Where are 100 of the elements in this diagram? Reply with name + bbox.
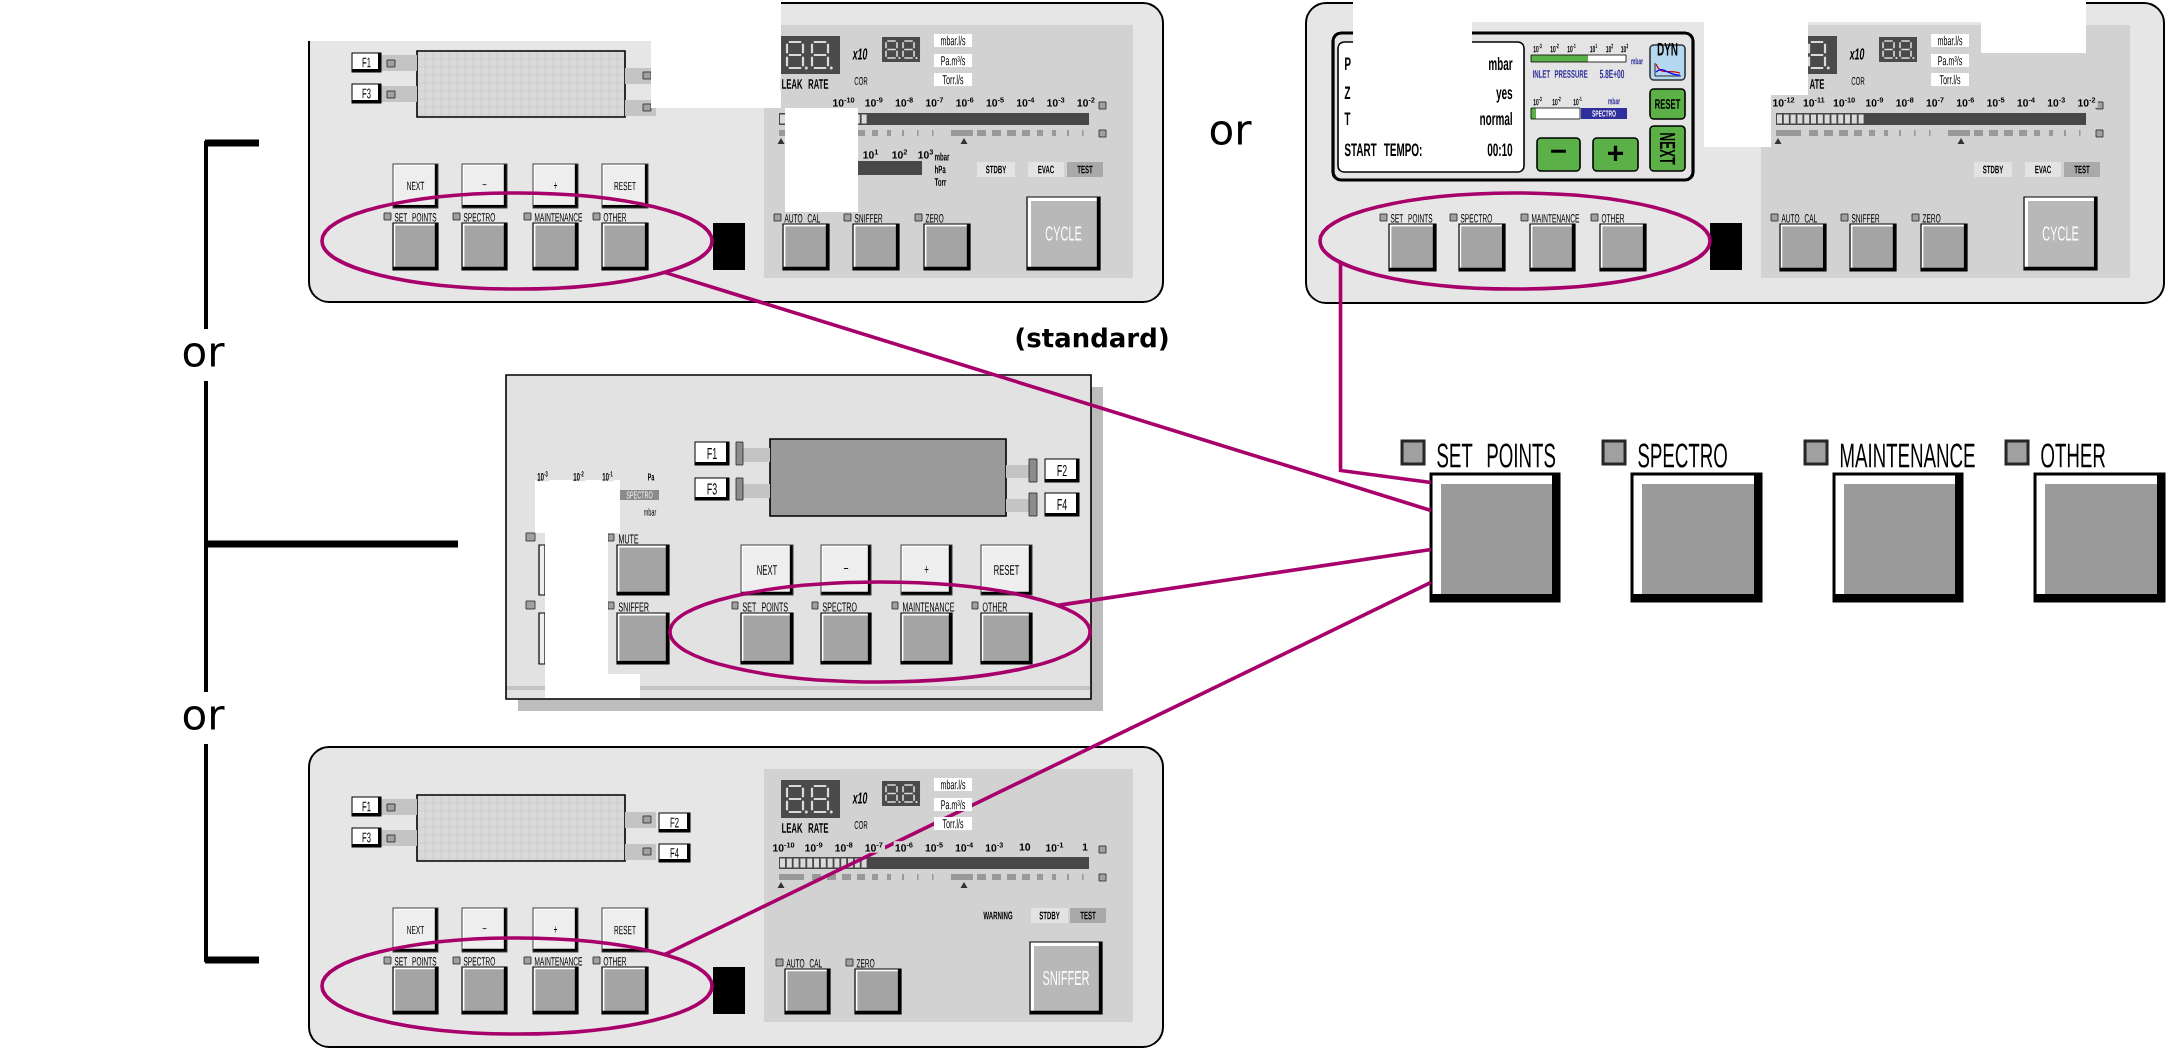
node-label: OTHER bbox=[603, 957, 627, 966]
scale-label: 10$^{3}$ bbox=[916, 148, 936, 160]
scale-label: 10$^{-12}$ bbox=[1771, 96, 1797, 108]
push-button: MAINTENANCE bbox=[1529, 214, 1580, 272]
scale-label: 10$^{-8}$ bbox=[833, 841, 855, 853]
push-button: + bbox=[532, 907, 579, 953]
scale-label: 10$^{-2}$ bbox=[2076, 96, 2098, 108]
scale-label: 10$^{-3}$ bbox=[1532, 96, 1544, 106]
node-label: (standard) bbox=[1016, 327, 1168, 351]
panel-text: COR bbox=[1850, 75, 1866, 87]
node-label: MAINTENANCE bbox=[534, 957, 583, 966]
panel-text: x10 bbox=[851, 791, 869, 805]
node-label: MUTE bbox=[619, 534, 639, 544]
scale-label: 10$^{1}$ bbox=[861, 148, 881, 160]
unit-label: mbar bbox=[1629, 56, 1645, 66]
node-label: SPECTRO bbox=[1638, 443, 1727, 468]
node-label: MAINTENANCE bbox=[903, 602, 955, 612]
unit-label: mbar bbox=[642, 507, 658, 517]
scale-label: 10$^{-2}$ bbox=[1075, 96, 1098, 108]
push-button: RESET bbox=[601, 163, 649, 209]
scale-label: 10$^{-3}$ bbox=[984, 841, 1006, 853]
scale-label: 10$^{-11}$ bbox=[1801, 96, 1827, 108]
function-key: F2 bbox=[1044, 458, 1080, 483]
scale-label: 10$^{-3}$ bbox=[1532, 43, 1544, 53]
function-key: F2 bbox=[658, 812, 691, 833]
node-label: AUTO CAL bbox=[786, 959, 823, 968]
push-button: + bbox=[532, 163, 579, 209]
panel-text: 5.8E+00 bbox=[1598, 68, 1626, 80]
scale-label: 10$^{-3}$ bbox=[2046, 96, 2068, 108]
panel-text: COR bbox=[853, 819, 869, 831]
scale-label: 10$^{-2}$ bbox=[1549, 43, 1561, 53]
unit-label: Pa bbox=[646, 472, 656, 482]
unit-label: mbar bbox=[1606, 96, 1622, 106]
push-button: – bbox=[461, 907, 508, 953]
push-button: OTHER bbox=[2033, 443, 2166, 603]
node-label: MAINTENANCE bbox=[1531, 214, 1580, 223]
function-key: F1 bbox=[694, 441, 730, 466]
scale-label: 10$^{-5}$ bbox=[984, 96, 1007, 108]
node-label: SNIFFER bbox=[854, 214, 883, 223]
push-button: NEXT bbox=[392, 907, 439, 953]
function-key: F3 bbox=[351, 827, 382, 848]
node-label: ZERO bbox=[925, 214, 944, 223]
panel-text: COR bbox=[853, 75, 869, 87]
push-button: MAINTENANCE bbox=[532, 957, 583, 1015]
unit-list: mbar hPa Torr bbox=[933, 151, 952, 188]
node-label: SET POINTS bbox=[742, 602, 788, 612]
scale-label: 10$^{-2}$ bbox=[1551, 96, 1563, 106]
scale-label: 10$^{-7}$ bbox=[924, 96, 946, 108]
connector-line bbox=[1057, 547, 1432, 608]
node-label: SET POINTS bbox=[1390, 214, 1433, 223]
scale-label: 10$^{-2}$ bbox=[572, 470, 586, 482]
scale-label: 10$^{-5}$ bbox=[923, 841, 946, 853]
node-label: SPECTRO bbox=[463, 957, 495, 966]
scale-label: 10$^{-1}$ bbox=[601, 470, 615, 482]
push-button: + bbox=[1592, 137, 1639, 172]
push-button: ZERO bbox=[923, 214, 971, 271]
scale-label: 10$^{-8}$ bbox=[893, 96, 916, 108]
scale-label: 10$^{-6}$ bbox=[1955, 96, 1977, 108]
scale-label: 10$^{3}$ bbox=[1620, 43, 1630, 53]
scale-label: 10$^{-8}$ bbox=[1894, 96, 1916, 108]
push-button: RESET bbox=[601, 907, 649, 953]
connector-line bbox=[1338, 262, 1432, 485]
mode-tag: SPECTRO bbox=[1581, 108, 1627, 119]
node-label: ZERO bbox=[856, 959, 875, 968]
scale-label: 10 bbox=[1017, 842, 1032, 852]
node-label: SPECTRO bbox=[822, 602, 857, 612]
function-key: F4 bbox=[658, 843, 691, 863]
node-label: MAINTENANCE bbox=[1840, 443, 1975, 468]
scale-label: 1 bbox=[1080, 842, 1090, 852]
scale-label: 10$^{-10}$ bbox=[1831, 96, 1858, 108]
scale-label: 10$^{-3}$ bbox=[1045, 96, 1067, 108]
node-label: ZERO bbox=[1922, 214, 1941, 223]
highlight-ellipse bbox=[1318, 191, 1712, 291]
highlight-ellipse bbox=[320, 191, 714, 291]
node-label: OTHER bbox=[1601, 214, 1625, 223]
scale-label: 10$^{1}$ bbox=[1589, 43, 1599, 53]
push-button: SNIFFER bbox=[1029, 941, 1103, 1015]
scale-label: 10$^{2}$ bbox=[890, 148, 910, 160]
node-label: SET POINTS bbox=[1437, 443, 1556, 468]
highlight-ellipse bbox=[320, 936, 714, 1036]
scale-label: 10$^{-4}$ bbox=[953, 841, 976, 853]
control-panel bbox=[308, 746, 1164, 1048]
node-label: SET POINTS bbox=[394, 957, 437, 966]
push-button: SET POINTS bbox=[392, 213, 439, 271]
push-button: MAINTENANCE bbox=[1832, 443, 1975, 603]
scale-label: 10$^{-6}$ bbox=[893, 841, 916, 853]
scale-label: 10$^{-9}$ bbox=[863, 96, 886, 108]
push-button: ZERO bbox=[854, 959, 902, 1015]
choice-label: or bbox=[1200, 112, 1260, 154]
scale-label: 10$^{-6}$ bbox=[954, 96, 976, 108]
push-button: AUTO CAL bbox=[1779, 214, 1827, 272]
scale-label: 10$^{-5}$ bbox=[1985, 96, 2007, 108]
choice-label: or bbox=[167, 328, 239, 382]
scale-label: 10$^{-7}$ bbox=[863, 841, 886, 853]
push-button: CYCLE bbox=[2023, 196, 2098, 271]
panel-text: x10 bbox=[1848, 47, 1866, 61]
push-button: SET POINTS bbox=[392, 957, 439, 1015]
node-label: OTHER bbox=[982, 602, 1008, 612]
mode-tag: SPECTRO bbox=[620, 490, 659, 500]
scale-label: 10$^{-3}$ bbox=[536, 470, 550, 482]
